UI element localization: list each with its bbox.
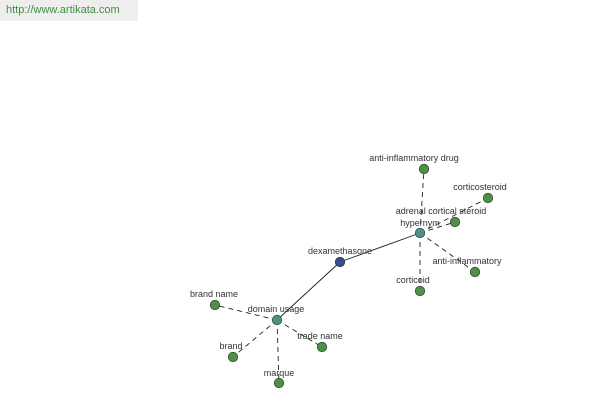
node-label-hypernym: hypernym	[400, 218, 440, 228]
node-anti-inf[interactable]	[469, 266, 481, 278]
edge-domain_usage-brand	[232, 319, 278, 358]
node-label-brand-name: brand name	[190, 289, 238, 299]
node-dexamethasone[interactable]	[334, 256, 346, 268]
node-label-dexamethasone: dexamethasone	[308, 246, 372, 256]
node-corticosteroid[interactable]	[482, 192, 494, 204]
node-brand[interactable]	[227, 351, 239, 363]
node-label-anti-inf: anti-inflammatory	[432, 256, 502, 266]
node-domain-usage[interactable]	[271, 314, 283, 326]
node-adrenal[interactable]	[449, 216, 461, 228]
edge-hypernym-adrenal	[419, 221, 456, 234]
node-hypernym[interactable]	[414, 227, 426, 239]
edge-dexamethasone-domain_usage	[276, 261, 341, 321]
node-label-adrenal: adrenal cortical steroid	[396, 206, 487, 216]
edge-hypernym-anti_inf_drug	[419, 168, 425, 234]
node-label-anti-inf-drug: anti-inflammatory drug	[369, 153, 459, 163]
edge-hypernym-corticosteroid	[419, 197, 489, 234]
node-label-corticosteroid: corticosteroid	[453, 182, 507, 192]
label-layer: dexamethasone hypernym domain usage anti-in…	[190, 153, 507, 378]
node-label-trade-name: trade name	[297, 331, 343, 341]
edge-domain_usage-brand_name	[214, 304, 278, 321]
node-brand-name[interactable]	[209, 299, 221, 311]
node-label-marque: marque	[264, 368, 295, 378]
edge-dexamethasone-hypernym	[339, 232, 421, 263]
node-trade-name[interactable]	[316, 341, 328, 353]
edge-hypernym-anti_inf	[419, 232, 476, 273]
node-layer	[209, 163, 494, 389]
node-label-domain-usage: domain usage	[248, 304, 305, 314]
node-anti-inf-drug[interactable]	[418, 163, 430, 175]
node-label-corticoid: corticoid	[396, 275, 430, 285]
node-corticoid[interactable]	[414, 285, 426, 297]
edge-domain_usage-marque	[276, 319, 280, 384]
site-url-link[interactable]: http://www.artikata.com	[0, 0, 138, 21]
node-marque[interactable]	[273, 377, 285, 389]
edge-layer	[214, 168, 489, 384]
node-label-brand: brand	[219, 341, 242, 351]
